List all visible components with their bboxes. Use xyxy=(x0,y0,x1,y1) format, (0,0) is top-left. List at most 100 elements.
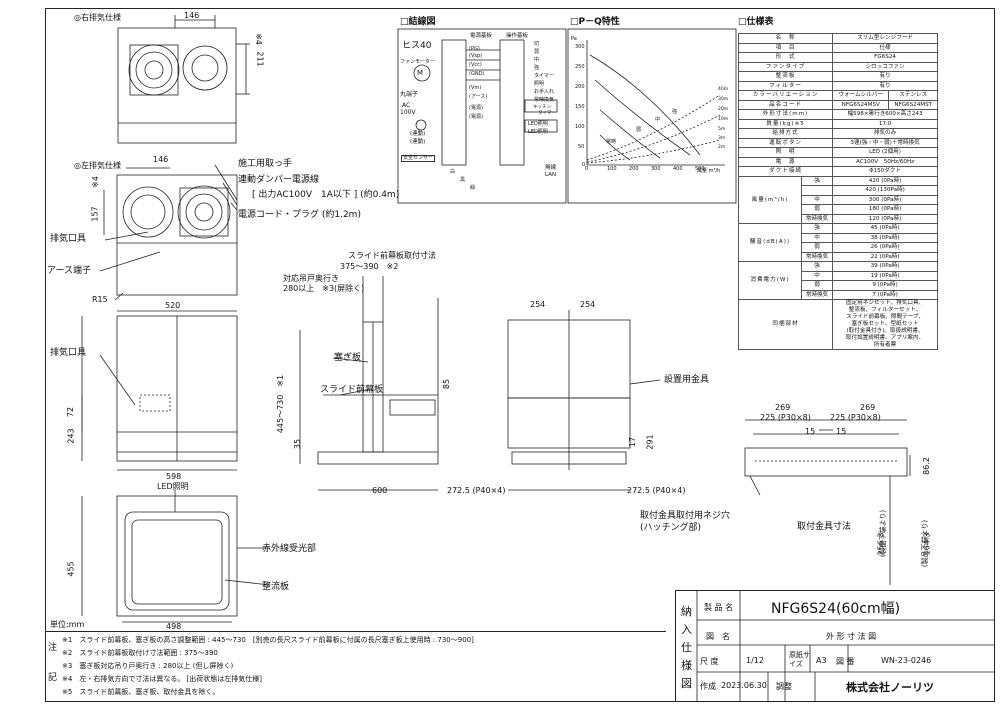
pq-pipe-1: 30m xyxy=(718,97,729,102)
spec-value: 排気のみ xyxy=(832,128,938,139)
pq-xtick-1: 100 xyxy=(607,166,617,172)
spec-row: 給排方式排気のみ xyxy=(737,128,938,139)
output-label: [ 出力AC100V 1A以下 ] (約0.4m) xyxy=(252,190,400,200)
pq-xtick-0: 0 xyxy=(585,166,589,172)
spec-row: ファンタイプシロッコファン xyxy=(737,61,938,72)
lan-label: LAN xyxy=(545,172,557,178)
spec-label: 電 源 xyxy=(737,156,834,167)
ctrl-item-2: 中 xyxy=(534,57,540,63)
exhaust-port-label-a: 排気口具 xyxy=(50,234,87,244)
dim-269a: 269 xyxy=(775,403,791,412)
made-date: 2023.06.30 xyxy=(721,681,767,690)
company-name: 株式会社ノーリツ xyxy=(846,681,934,694)
ir-sensor-label: 赤外線受光部 xyxy=(262,544,317,554)
spec-row: 項 目仕様 xyxy=(737,42,938,53)
drawing-number: WN-23-0246 xyxy=(881,656,932,665)
notes-section: 単位:mm 注 記 ※1 スライド前幕板、塞ぎ板の高さ調整範囲 : 445～73… xyxy=(46,621,666,702)
dim-254a: 254 xyxy=(530,300,546,309)
terminal-1: (Vsp) xyxy=(469,53,483,59)
spec-accessory-row: スライド前幕板、隙間テープ、 xyxy=(739,314,938,321)
height-range: 445～730 ※1 xyxy=(276,374,286,434)
wire-green: 緑 xyxy=(470,185,476,191)
ctrl-item-3: 強 xyxy=(534,65,540,71)
dim-256-note: (製品下端より) xyxy=(879,509,888,558)
wireless-label: 無線 xyxy=(545,165,557,171)
note-5: ※5 スライド前幕板、塞ぎ板、取付金具を除く。 xyxy=(62,688,220,696)
spec-group-value: 9 (0Pa時) xyxy=(832,280,938,291)
spec-group-label: 消費電力(W) xyxy=(738,261,802,300)
left-exhaust-label: ◎左排気仕様 xyxy=(74,161,121,170)
spec-value: シロッコファン xyxy=(832,61,938,72)
spec-row: 整流板有り xyxy=(737,71,938,82)
wire-white: 白 xyxy=(450,169,456,175)
ctrl-item-1: 弱 xyxy=(534,49,540,55)
spec-accessory-line: 塞ぎ板セット、型紙セット xyxy=(832,321,938,328)
dim-17: 17 xyxy=(628,436,638,448)
terminal-block-label: 丸端子 xyxy=(400,91,419,98)
spec-group-value: 300 (0Pa時) xyxy=(832,194,938,205)
spec-group-mode: 常時換気 xyxy=(800,251,834,262)
dim-225a: 225 (P30×8) xyxy=(760,413,811,422)
spec-label: カラーバリエーション xyxy=(737,90,834,101)
title-side-1: 入 xyxy=(681,623,692,636)
spec-value: スリム型レンジフード xyxy=(832,33,938,44)
spec-label: 名 称 xyxy=(737,33,834,44)
damper-wire-label: 連動ダンパー電源線 xyxy=(238,175,320,185)
spec-group-value: 19 (0Pa時) xyxy=(832,270,938,281)
board-label: 電源基板 xyxy=(470,33,493,39)
spec-value: FG6S24 xyxy=(832,52,938,63)
motor-label: ファンモーター xyxy=(400,59,436,65)
ctrl-item-10: LED照明 xyxy=(528,121,548,127)
spec-group-mode: 弱 xyxy=(800,280,834,291)
dim-15b: 15 xyxy=(836,427,847,436)
spec-group-value: 39 (0Pa時) xyxy=(832,261,938,272)
exhaust-port-label-b: 排気口具 xyxy=(50,348,87,358)
ac100v-label: 100V xyxy=(400,109,416,116)
dim-72: 72 xyxy=(66,406,76,418)
right-exhaust-label: ◎右排気仕様 xyxy=(74,13,121,22)
spec-group-mode: 中 xyxy=(800,270,834,281)
front-view xyxy=(81,310,238,471)
spec-value: LED (2個用) xyxy=(832,147,938,158)
pq-curve-0: 強 xyxy=(672,109,678,115)
spec-accessory-line: 整流板、フィルターセット、 xyxy=(832,307,938,314)
pq-pipe-4: 5m xyxy=(718,127,726,132)
pq-curve-3: 常時 xyxy=(606,139,617,145)
handle-label: 施工用取っ手 xyxy=(238,159,293,169)
dim-598: 598 xyxy=(166,472,182,481)
note-1: ※1 スライド前幕板、塞ぎ板の高さ調整範囲 : 445～730 [別売の長尺スラ… xyxy=(62,636,474,644)
power-cord-label: 電源コード・プラグ (約1.2m) xyxy=(238,210,361,220)
dim-291: 291 xyxy=(645,434,655,450)
ctrl-item-0: 切 xyxy=(534,41,540,47)
spec-value: AC100V 50Hz/60Hz xyxy=(832,156,938,167)
pq-pipe-0: 40m xyxy=(718,87,729,92)
pq-pipe-2: 20m xyxy=(718,107,729,112)
drawing-sheet xyxy=(45,8,995,702)
title-side-3: 様 xyxy=(681,659,692,672)
side-view xyxy=(299,276,439,491)
pq-ytick-6: 0 xyxy=(582,162,586,168)
spec-accessory-row: 取付設置説明書、アプリ案内、 xyxy=(739,335,938,342)
spec-group-mode: 常時換気 xyxy=(800,213,834,224)
spec-label: 整流板 xyxy=(737,71,834,82)
spec-group-value: 26 (0Pa時) xyxy=(832,242,938,253)
note-4a: ※4 xyxy=(253,33,263,45)
spec-value: 3速(強・中・弱)＋常時換気 xyxy=(832,137,938,148)
title-block-grid xyxy=(696,590,995,702)
scale-value: 1/12 xyxy=(746,656,764,665)
spec-row: 外形寸法(mm)幅598×奥行き600×高さ243 xyxy=(737,109,938,120)
dim-164-note: (製品下端より) xyxy=(921,519,930,568)
number-label: 図 番 xyxy=(836,657,855,666)
terminal-2: (Vcc) xyxy=(469,62,482,68)
spec-accessory-row: 整流板、フィルターセット、 xyxy=(739,307,938,314)
spec-label: 質量(kg)※5 xyxy=(737,118,834,129)
paper-label: 原紙サイズ xyxy=(789,651,810,668)
dim-254b: 254 xyxy=(580,300,596,309)
safety-sensor: 安全センサー xyxy=(401,155,436,162)
